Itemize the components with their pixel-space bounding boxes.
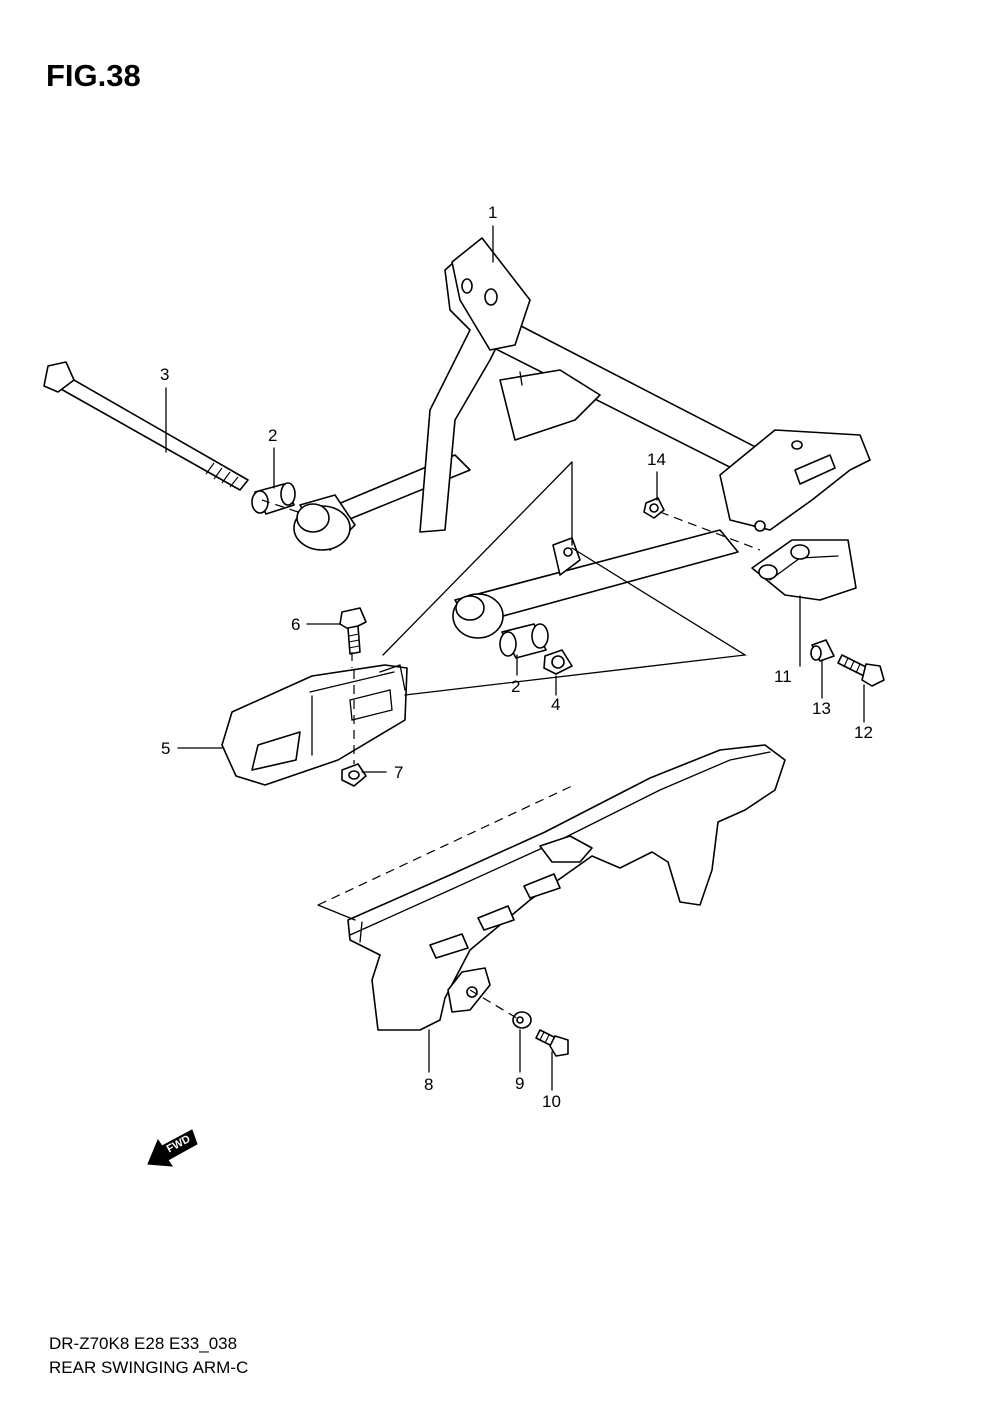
collar-lower bbox=[499, 623, 549, 659]
bolt-12 bbox=[837, 654, 885, 687]
callout-4: 4 bbox=[551, 695, 560, 714]
callout-13: 13 bbox=[812, 699, 831, 718]
swing-arm-frame bbox=[293, 237, 871, 639]
callout-9: 9 bbox=[515, 1074, 524, 1093]
callout-1: 1 bbox=[488, 203, 497, 222]
assembly-guide-lines bbox=[261, 461, 761, 1021]
figure-title: FIG.38 bbox=[46, 58, 141, 93]
callout-10: 10 bbox=[542, 1092, 561, 1111]
callout-14: 14 bbox=[647, 450, 666, 469]
callout-2-upper: 2 bbox=[268, 426, 277, 445]
bolt-10 bbox=[535, 1029, 569, 1057]
callout-2-lower: 2 bbox=[511, 677, 520, 696]
callout-12: 12 bbox=[854, 723, 873, 742]
callout-6: 6 bbox=[291, 615, 300, 634]
chain-guide-bracket bbox=[751, 539, 857, 601]
nut-7 bbox=[341, 763, 367, 787]
bolt-6 bbox=[339, 607, 367, 655]
callout-3: 3 bbox=[160, 365, 169, 384]
washer-9 bbox=[512, 1011, 532, 1029]
callout-7: 7 bbox=[394, 763, 403, 782]
callout-5: 5 bbox=[161, 739, 170, 758]
collar-upper bbox=[251, 482, 296, 515]
callout-8: 8 bbox=[424, 1075, 433, 1094]
spacer-13 bbox=[810, 639, 835, 662]
leader-lines bbox=[165, 225, 865, 1091]
figure-caption: REAR SWINGING ARM-C bbox=[49, 1358, 249, 1377]
pivot-nut bbox=[543, 649, 573, 675]
callout-11: 11 bbox=[774, 667, 792, 686]
small-nut-14 bbox=[643, 497, 665, 519]
pivot-bolt bbox=[43, 361, 249, 491]
model-code: DR-Z70K8 E28 E33_038 bbox=[49, 1334, 238, 1353]
forward-direction-arrow-icon: FWD bbox=[147, 1129, 198, 1167]
chain-case bbox=[347, 744, 786, 1031]
chain-slider bbox=[221, 664, 408, 786]
